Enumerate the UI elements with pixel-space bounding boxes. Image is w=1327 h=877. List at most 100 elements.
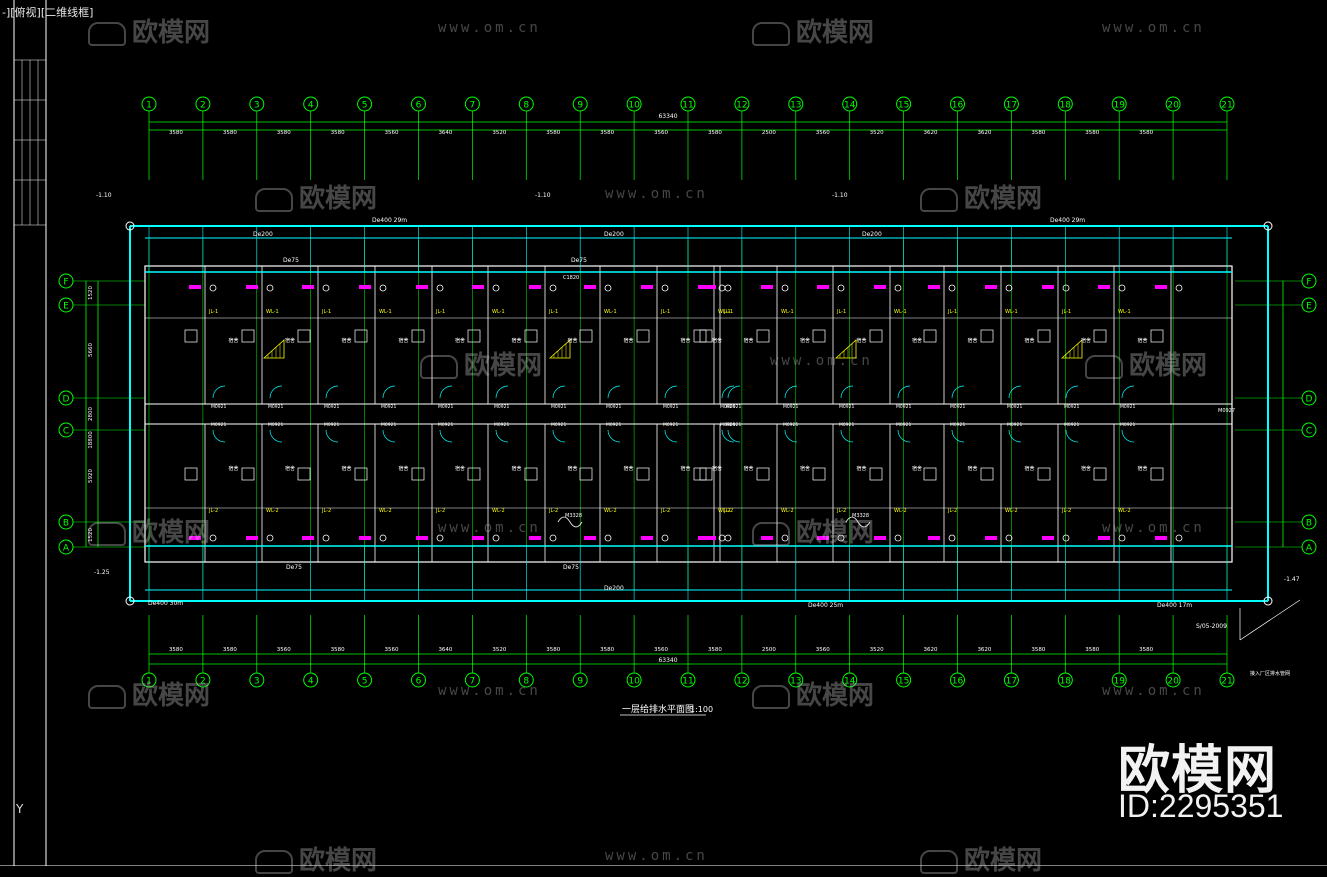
door-code: M0921 bbox=[839, 404, 854, 410]
fixture-bed-north bbox=[869, 329, 883, 343]
fixture-basin-north bbox=[1098, 285, 1110, 289]
leader-line bbox=[1239, 599, 1301, 641]
grid-col-label-bottom: 20 bbox=[1167, 677, 1179, 687]
dim-bay-top: 3520 bbox=[492, 130, 506, 136]
riser-label: WL-1 bbox=[718, 309, 731, 315]
riser-label: WL-1 bbox=[266, 309, 279, 315]
viewport-control-label[interactable]: -][俯视][二维线框] bbox=[2, 6, 94, 19]
watermark-sofa-icon bbox=[420, 354, 458, 379]
room-label: 宿舍 bbox=[967, 337, 977, 344]
watermark-text: 欧模网 bbox=[796, 681, 875, 711]
riser-label: WL-2 bbox=[1118, 508, 1131, 514]
dim-side-left: 1520 bbox=[88, 528, 94, 542]
stair-symbol bbox=[834, 339, 857, 359]
riser-label: JL-2 bbox=[947, 508, 957, 514]
fixture-bed-north bbox=[524, 329, 538, 343]
riser-label: JL-2 bbox=[435, 508, 445, 514]
fixture-basin-north bbox=[704, 285, 716, 289]
door-arc-north bbox=[784, 385, 798, 399]
door-arc-north bbox=[495, 385, 509, 399]
grid-row-label-right: C bbox=[1306, 427, 1312, 437]
fixture-basin-south bbox=[584, 536, 596, 540]
grid-col-label-bottom: 4 bbox=[308, 677, 314, 687]
door-arc-south bbox=[269, 429, 283, 443]
fixture-bed-south bbox=[1150, 467, 1164, 481]
riser-label: JL-2 bbox=[1061, 508, 1071, 514]
dim-bay-top: 3620 bbox=[924, 130, 938, 136]
door-code: M0921 bbox=[211, 422, 226, 428]
door-arc-north bbox=[951, 385, 965, 399]
watermark-url: www.om.cn bbox=[1102, 683, 1205, 699]
fixture-floor-drain-south bbox=[1118, 534, 1126, 542]
fixture-basin-north bbox=[302, 285, 314, 289]
watermark-text: 欧模网 bbox=[299, 846, 378, 876]
dim-bay-top: 3560 bbox=[385, 130, 399, 136]
pipe-size-label: De400 25m bbox=[808, 602, 843, 609]
door-code: M0921 bbox=[324, 422, 339, 428]
fixture-bed-north bbox=[923, 329, 937, 343]
room-label: 宿舍 bbox=[567, 337, 577, 344]
room-label: 宿舍 bbox=[623, 337, 633, 344]
door-code: M0921 bbox=[896, 422, 911, 428]
fixture-basin-south bbox=[1098, 536, 1110, 540]
pipe-size-label: De75 bbox=[571, 257, 587, 264]
dim-bay-top: 3520 bbox=[870, 130, 884, 136]
door-arc-south bbox=[784, 429, 798, 443]
grid-col-label-top: 7 bbox=[470, 101, 476, 111]
fixture-basin-south bbox=[641, 536, 653, 540]
standard-note: S/05-2009 bbox=[1196, 623, 1227, 630]
door-code: M0921 bbox=[324, 404, 339, 410]
stair-symbol bbox=[548, 339, 571, 359]
room-label: 宿舍 bbox=[712, 465, 722, 472]
grid-col-label-top: 3 bbox=[254, 101, 260, 111]
fixture-floor-drain-north bbox=[1118, 284, 1126, 292]
fixture-floor-drain-north bbox=[837, 284, 845, 292]
fixture-basin-south bbox=[817, 536, 829, 540]
dim-bay-top: 3580 bbox=[708, 130, 722, 136]
fixture-bed-north bbox=[756, 329, 770, 343]
dim-bay-bottom: 3580 bbox=[708, 647, 722, 653]
grid-col-label-bottom: 14 bbox=[844, 677, 856, 687]
dim-bay-bottom: 3560 bbox=[654, 647, 668, 653]
grid-col-label-bottom: 5 bbox=[362, 677, 368, 687]
fixture-floor-drain-south bbox=[948, 534, 956, 542]
grid-col-label-bottom: 12 bbox=[736, 677, 747, 687]
riser-label: WL-2 bbox=[718, 508, 731, 514]
level-mark: -1.10 bbox=[535, 192, 551, 199]
stair-symbol bbox=[262, 339, 285, 359]
dim-bay-bottom: 3520 bbox=[870, 647, 884, 653]
dim-bay-top: 3580 bbox=[600, 130, 614, 136]
door-code: M0921 bbox=[663, 404, 678, 410]
riser-label: JL-2 bbox=[660, 508, 670, 514]
door-code: M0921 bbox=[268, 422, 283, 428]
room-label: 宿舍 bbox=[680, 465, 690, 472]
riser-label: JL-1 bbox=[321, 309, 331, 315]
watermark-url: www.om.cn bbox=[770, 353, 873, 369]
riser-label: WL-2 bbox=[604, 508, 617, 514]
door-code: M0921 bbox=[438, 422, 453, 428]
fixture-floor-drain-south bbox=[724, 534, 732, 542]
grid-row-label-right: D bbox=[1306, 395, 1313, 405]
room-label: 宿舍 bbox=[455, 337, 465, 344]
door-code: M0921 bbox=[726, 404, 741, 410]
pipe-size-label: De75 bbox=[563, 564, 579, 571]
grid-col-label-top: 13 bbox=[790, 101, 801, 111]
fixture-floor-drain-north bbox=[1005, 284, 1013, 292]
riser-label: WL-1 bbox=[781, 309, 794, 315]
fixture-basin-north bbox=[928, 285, 940, 289]
fixture-bed-north bbox=[241, 329, 255, 343]
door-code: M0921 bbox=[438, 404, 453, 410]
level-mark: -1.10 bbox=[96, 192, 112, 199]
fixture-basin-south bbox=[302, 536, 314, 540]
room-label: 宿舍 bbox=[567, 465, 577, 472]
grid-col-label-top: 12 bbox=[736, 101, 747, 111]
dim-bay-top: 3580 bbox=[223, 130, 237, 136]
riser-label: WL-2 bbox=[492, 508, 505, 514]
drawing-title-block: 一层给排水平面图 1:100 bbox=[622, 703, 713, 715]
watermark-text: 欧模网 bbox=[796, 518, 875, 548]
grid-col-label-top: 10 bbox=[628, 101, 640, 111]
door-code: M0921 bbox=[1064, 422, 1079, 428]
riser-label: JL-1 bbox=[947, 309, 957, 315]
